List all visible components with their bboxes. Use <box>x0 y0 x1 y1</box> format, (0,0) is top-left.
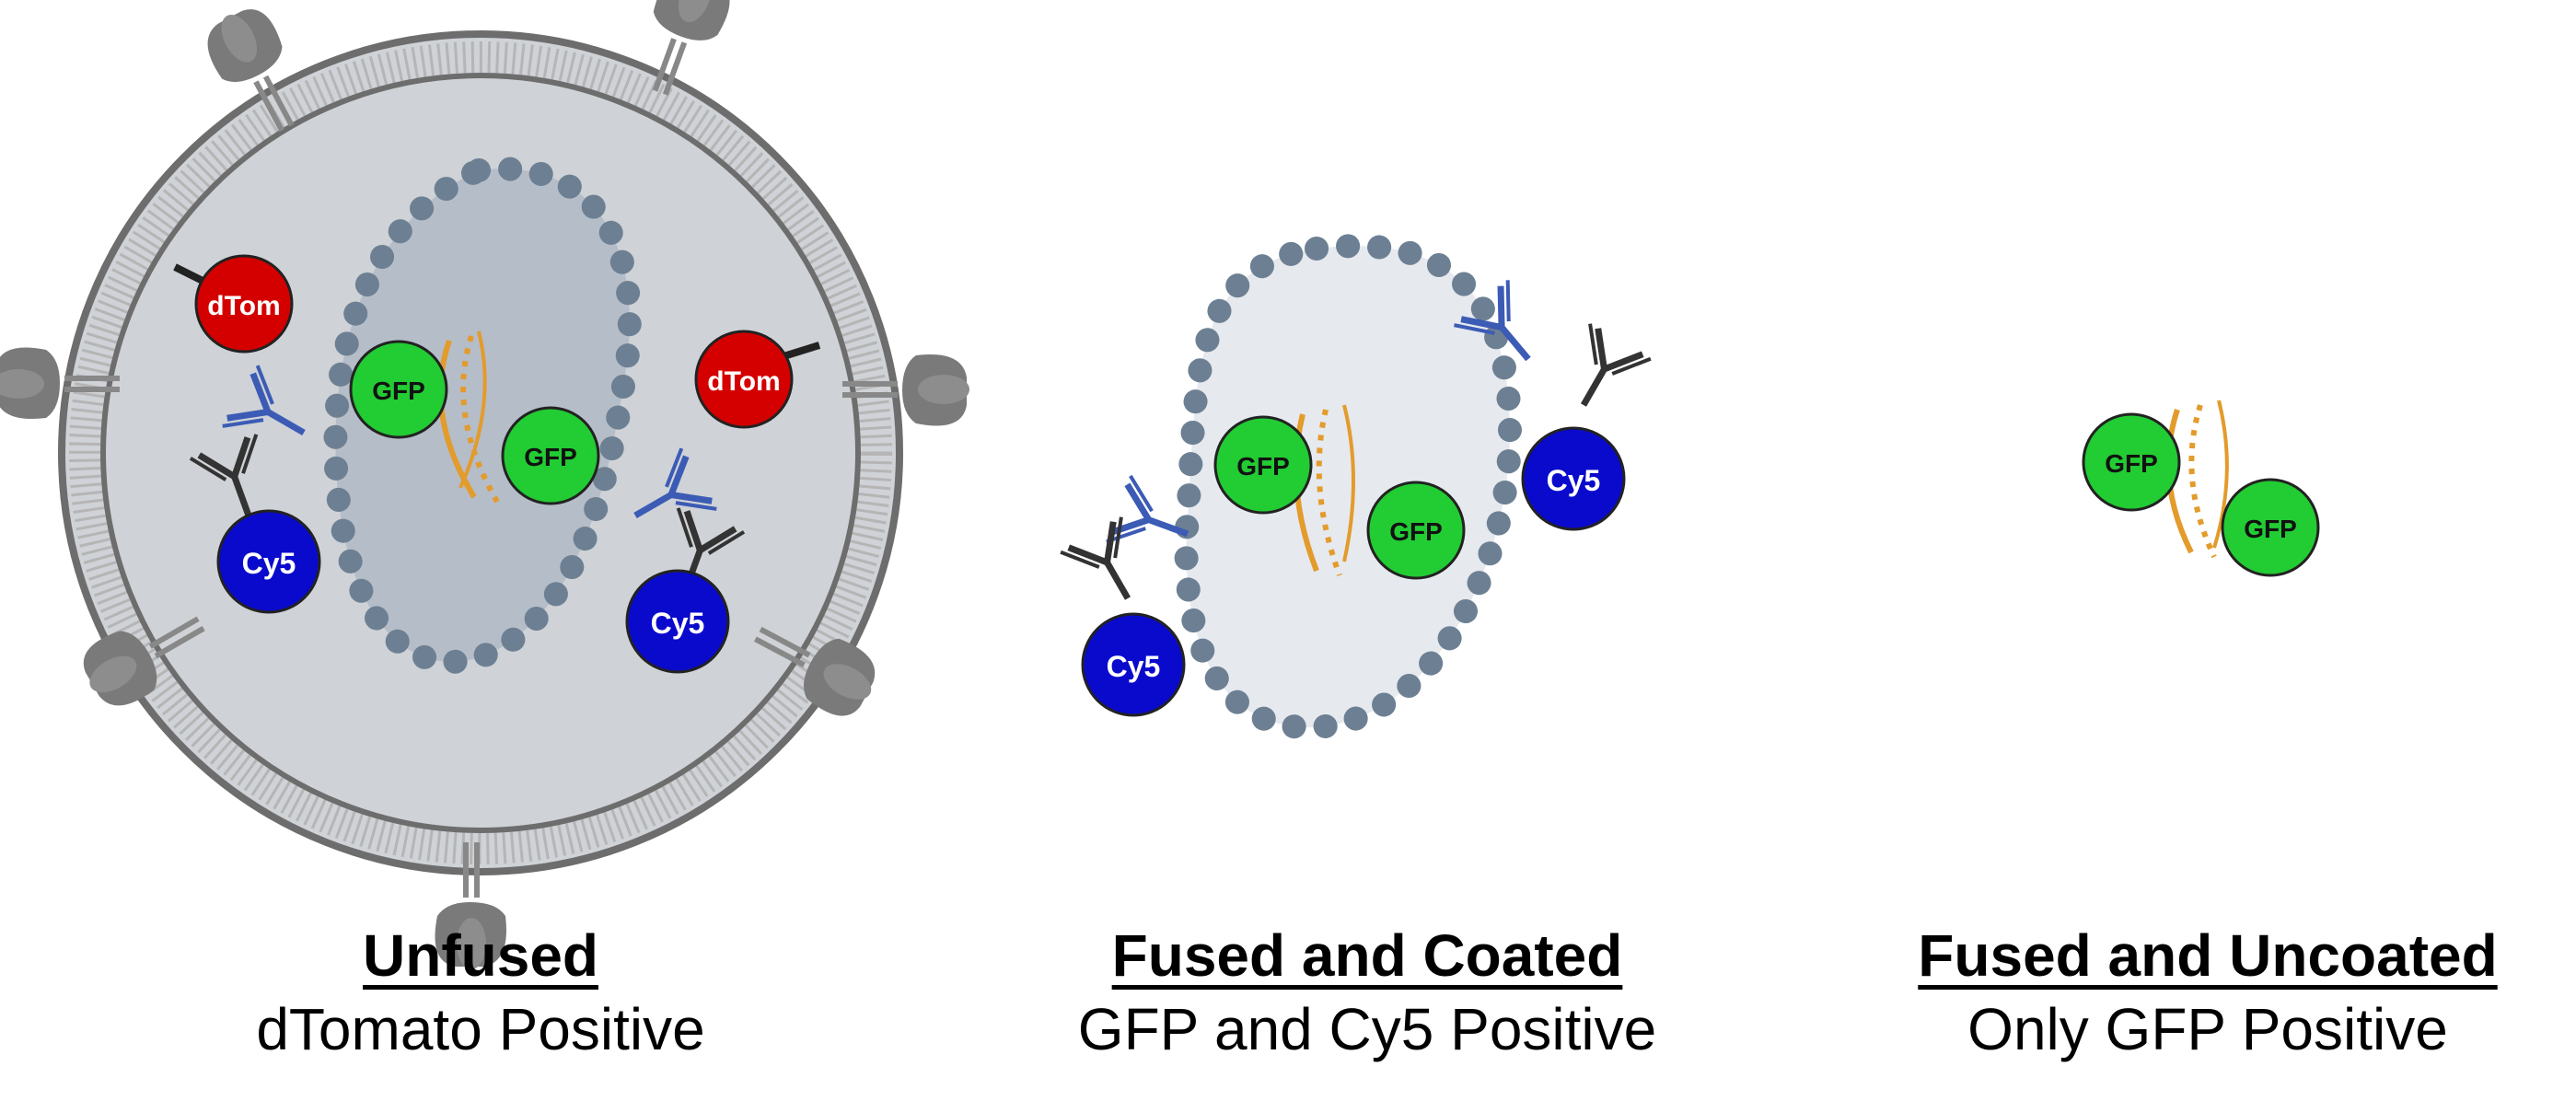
caption-unfused: Unfused dTomato Positive <box>66 919 895 1066</box>
gfp-protein: GFP <box>1366 481 1466 580</box>
caption-subtitle: dTomato Positive <box>256 996 705 1062</box>
gfp-protein: GFP <box>2082 412 2181 512</box>
svg-text:Cy5: Cy5 <box>1547 464 1601 497</box>
gfp-protein: GFP <box>349 340 448 439</box>
svg-text:GFP: GFP <box>524 443 577 471</box>
cy5-dye: Cy5 <box>1081 612 1186 717</box>
svg-text:GFP: GFP <box>1236 452 1290 481</box>
cy5-dye: Cy5 <box>1521 426 1626 531</box>
dtom-label: dTom <box>207 291 280 321</box>
caption-fused-coated: Fused and Coated GFP and Cy5 Positive <box>953 919 1781 1066</box>
svg-text:Cy5: Cy5 <box>1107 650 1161 683</box>
svg-text:GFP: GFP <box>2105 449 2158 478</box>
coated-core <box>1174 234 1523 740</box>
gfp-protein: GFP <box>1213 415 1313 515</box>
gfp-protein: GFP <box>2221 478 2320 577</box>
svg-text:GFP: GFP <box>1389 517 1443 546</box>
svg-text:Cy5: Cy5 <box>651 607 705 640</box>
dtom-protein-left: dTom <box>173 254 294 353</box>
caption-title: Unfused <box>363 922 598 989</box>
membrane-lipids <box>69 41 892 864</box>
cy5-dye: Cy5 <box>216 509 321 614</box>
outer-membrane <box>58 30 903 875</box>
rna-strand-icon <box>437 330 500 504</box>
svg-text:Cy5: Cy5 <box>242 547 296 580</box>
caption-title: Fused and Coated <box>1111 922 1623 989</box>
svg-text:GFP: GFP <box>2244 515 2297 543</box>
cy5-dye: Cy5 <box>625 569 730 674</box>
caption-title: Fused and Uncoated <box>1918 922 2498 989</box>
caption-subtitle: Only GFP Positive <box>1967 996 2448 1062</box>
caption-subtitle: GFP and Cy5 Positive <box>1077 996 1657 1062</box>
dtom-protein-right: dTom <box>694 330 821 429</box>
svg-text:GFP: GFP <box>372 377 425 405</box>
caption-fused-uncoated: Fused and Uncoated Only GFP Positive <box>1793 919 2576 1066</box>
dtom-label: dTom <box>707 366 780 397</box>
gfp-protein: GFP <box>501 406 600 505</box>
